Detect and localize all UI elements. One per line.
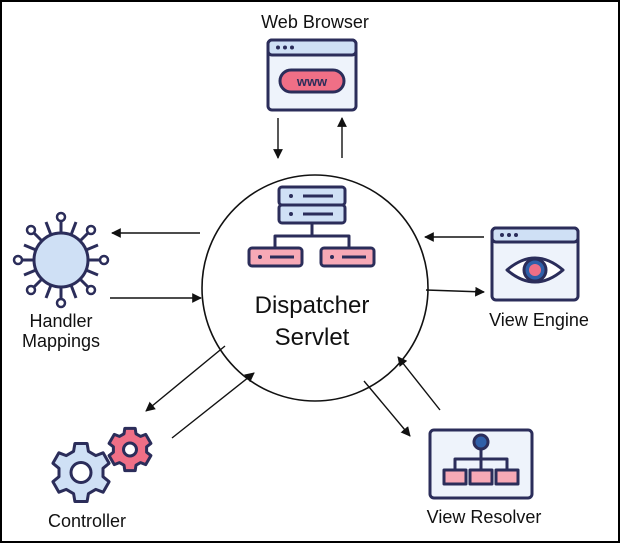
handler-mappings-label-line1: Handler (29, 311, 92, 331)
dispatcher-servlet-node: Dispatcher Servlet (201, 174, 429, 402)
server-icon (247, 185, 376, 268)
hierarchy-window-icon (428, 428, 534, 500)
center-title-line2: Servlet (275, 324, 350, 351)
center-circle (201, 174, 429, 402)
arrow-resolver-to-servlet (397, 356, 441, 411)
www-text: www (296, 74, 328, 89)
eye-window-icon (490, 226, 580, 302)
controller-label: Controller (48, 511, 126, 531)
handler-mappings-node: Handler Mappings (12, 211, 110, 351)
web-browser-label: Web Browser (261, 12, 369, 32)
arrow-servlet-to-controller (145, 345, 226, 412)
handler-mappings-label-line2: Mappings (22, 331, 100, 351)
arrows (110, 117, 485, 439)
view-engine-label: View Engine (489, 310, 589, 330)
network-globe-icon (12, 211, 110, 309)
web-browser-node: Web Browser www (261, 12, 369, 112)
view-resolver-node: View Resolver (427, 428, 542, 527)
arrow-servlet-to-resolver (363, 380, 411, 437)
gears-icon (51, 426, 153, 503)
view-engine-node: View Engine (489, 226, 589, 330)
arrow-servlet-to-engine (425, 286, 485, 297)
view-resolver-label: View Resolver (427, 507, 542, 527)
center-title-line1: Dispatcher (255, 292, 370, 319)
browser-www-icon: www (266, 38, 358, 112)
controller-node: Controller (48, 426, 153, 531)
arrow-controller-to-servlet (171, 372, 255, 439)
